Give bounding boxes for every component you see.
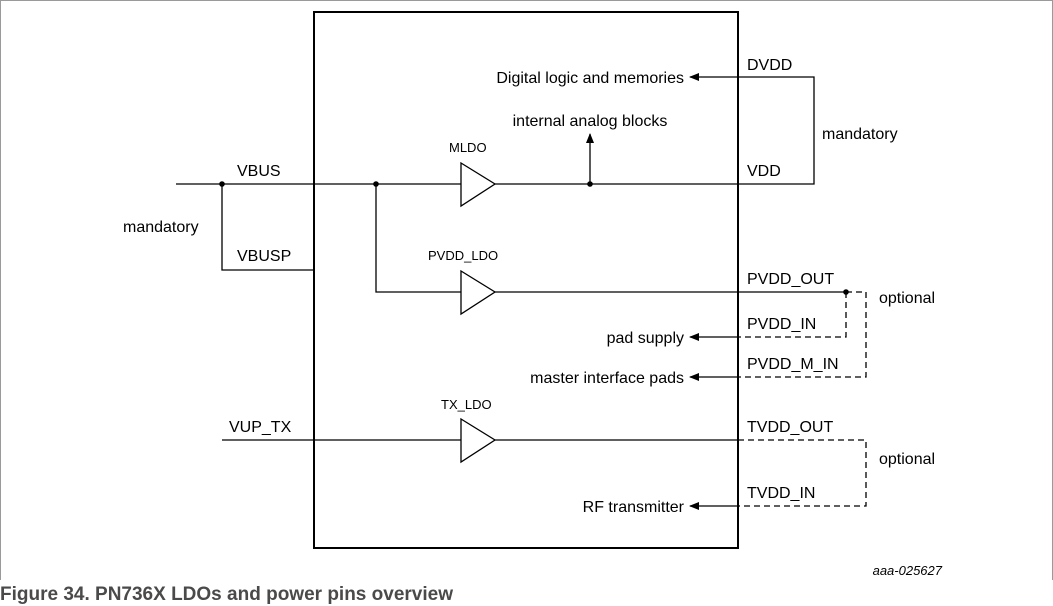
junction-dot bbox=[373, 181, 379, 187]
vup-tx-label: VUP_TX bbox=[229, 419, 292, 436]
vbus-net bbox=[176, 183, 461, 293]
pvdd-ldo-label: PVDD_LDO bbox=[428, 248, 498, 263]
pvdd-in-pin-label: PVDD_IN bbox=[747, 316, 816, 333]
junction-dot bbox=[219, 181, 225, 187]
rf-transmitter-label: RF transmitter bbox=[583, 499, 685, 516]
pvdd-m-in-pin-label: PVDD_M_IN bbox=[747, 356, 839, 373]
digital-logic-label: Digital logic and memories bbox=[496, 70, 684, 87]
vdd-pin-label: VDD bbox=[747, 163, 781, 180]
pad-supply-label: pad supply bbox=[607, 330, 684, 347]
dvdd-vdd-mandatory-label: mandatory bbox=[822, 126, 898, 143]
vbus-label: VBUS bbox=[237, 163, 281, 180]
tvdd-optional-bridge bbox=[738, 439, 867, 507]
tx-ldo-triangle bbox=[460, 417, 497, 464]
pvdd-ldo-triangle bbox=[460, 269, 497, 316]
master-pads-label: master interface pads bbox=[530, 370, 684, 387]
figure-caption: Figure 34. PN736X LDOs and power pins ov… bbox=[0, 584, 453, 605]
pvdd-optional-label: optional bbox=[879, 290, 935, 307]
dvdd-pin-label: DVDD bbox=[747, 57, 792, 74]
figure-ref-code: aaa-025627 bbox=[873, 563, 943, 578]
pvdd-m-optional-bridge bbox=[738, 291, 867, 378]
ldo-power-diagram: VBUS VBUSP mandatory VUP_TX MLDO PVDD_LD… bbox=[123, 11, 943, 578]
tvdd-out-pin-label: TVDD_OUT bbox=[747, 419, 833, 436]
vbusp-label: VBUSP bbox=[237, 248, 291, 265]
pvdd-optional-bridge bbox=[738, 292, 847, 338]
mldo-label: MLDO bbox=[449, 140, 487, 155]
tx-ldo-label: TX_LDO bbox=[441, 397, 492, 412]
chip-outline bbox=[313, 11, 739, 549]
tvdd-optional-label: optional bbox=[879, 451, 935, 468]
mandatory-bridge bbox=[738, 76, 815, 185]
junction-dot bbox=[587, 181, 593, 187]
pvdd-out-pin-label: PVDD_OUT bbox=[747, 271, 834, 288]
mldo-triangle bbox=[460, 161, 497, 208]
junction-dot bbox=[843, 289, 849, 295]
vbus-mandatory-label: mandatory bbox=[123, 219, 199, 236]
tvdd-in-pin-label: TVDD_IN bbox=[747, 485, 815, 502]
analog-blocks-label: internal analog blocks bbox=[513, 113, 668, 130]
